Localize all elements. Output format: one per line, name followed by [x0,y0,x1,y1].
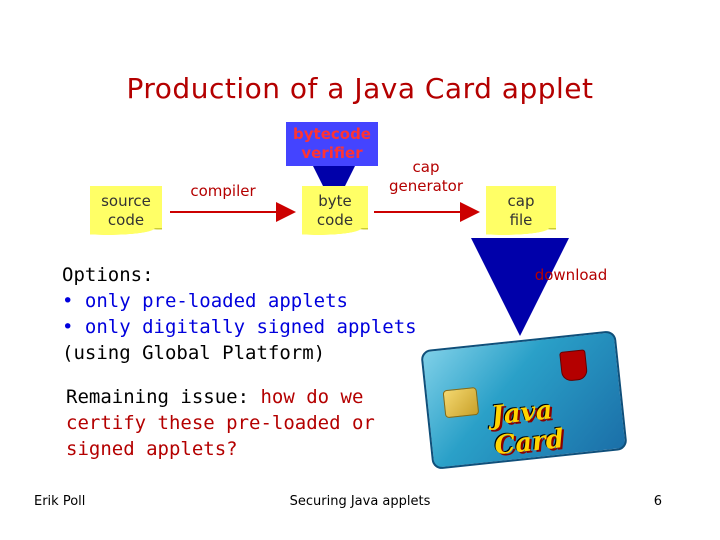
download-label: download [534,266,608,284]
cap-file-document: cap file [486,186,556,236]
remaining-issue-block: Remaining issue: how do we certify these… [66,384,446,462]
page-number: 6 [653,494,662,509]
remaining-issue-question: how do we certify these pre-loaded or si… [66,386,375,460]
source-code-label: source code [101,192,151,229]
source-code-document: source code [90,186,162,236]
option-item: • only digitally signed applets [62,316,417,338]
smartcard-chip [442,386,480,419]
java-card-logo-text: Java Card [489,395,566,462]
cap-file-label: cap file [507,192,535,229]
options-block: Options: • only pre-loaded applets • onl… [62,262,442,366]
byte-code-label: byte code [316,192,354,229]
cap-generator-label: cap generator [388,158,464,195]
bytecode-verifier-label: bytecode verifier [293,125,371,162]
remaining-issue-label: Remaining issue: [66,386,250,408]
slide-title: Production of a Java Card applet [126,72,594,105]
compiler-label: compiler [190,182,256,200]
java-cup-logo [559,349,589,382]
options-note: (using Global Platform) [62,342,326,364]
java-card-image: Java Card [420,330,628,470]
options-heading: Options: [62,264,154,286]
bytecode-verifier-box: bytecode verifier [286,122,378,166]
footer-author: Erik Poll [34,494,86,509]
option-item: • only pre-loaded applets [62,290,348,312]
byte-code-document: byte code [302,186,368,236]
footer-title: Securing Java applets [289,494,431,509]
